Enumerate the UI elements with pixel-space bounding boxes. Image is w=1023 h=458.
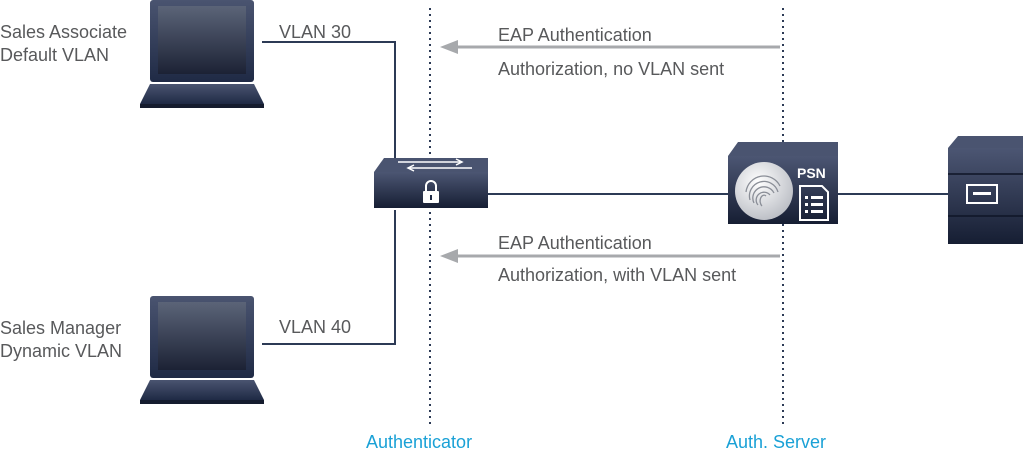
flow-arrow-top <box>440 40 780 54</box>
vlan30-label: VLAN 30 <box>279 22 351 42</box>
fingerprint-icon <box>735 162 793 220</box>
directory-server-icon <box>948 136 1023 244</box>
associate-label-line2: Default VLAN <box>0 45 109 65</box>
top-eap-label: EAP Authentication <box>498 25 652 45</box>
switch-icon <box>374 158 488 208</box>
manager-label-line1: Sales Manager <box>0 318 121 338</box>
wire-manager <box>262 210 396 345</box>
switch-arrows-icon <box>398 158 472 172</box>
laptop-associate-icon <box>140 0 264 108</box>
bottom-authz-label: Authorization, with VLAN sent <box>498 265 736 285</box>
manager-label-line2: Dynamic VLAN <box>0 341 122 361</box>
laptop-manager-icon <box>140 296 264 404</box>
psn-device-icon: PSN <box>728 142 838 224</box>
bottom-eap-label: EAP Authentication <box>498 233 652 253</box>
psn-badge: PSN <box>797 165 826 181</box>
auth-server-label: Auth. Server <box>726 432 826 452</box>
associate-label-line1: Sales Associate <box>0 22 127 42</box>
top-authz-label: Authorization, no VLAN sent <box>498 59 724 79</box>
flow-arrow-bottom <box>440 249 780 263</box>
authenticator-label: Authenticator <box>366 432 472 452</box>
wires <box>262 41 948 345</box>
wire-associate <box>262 41 396 162</box>
list-document-icon <box>799 185 829 221</box>
vlan40-label: VLAN 40 <box>279 317 351 337</box>
lock-icon <box>423 180 439 203</box>
